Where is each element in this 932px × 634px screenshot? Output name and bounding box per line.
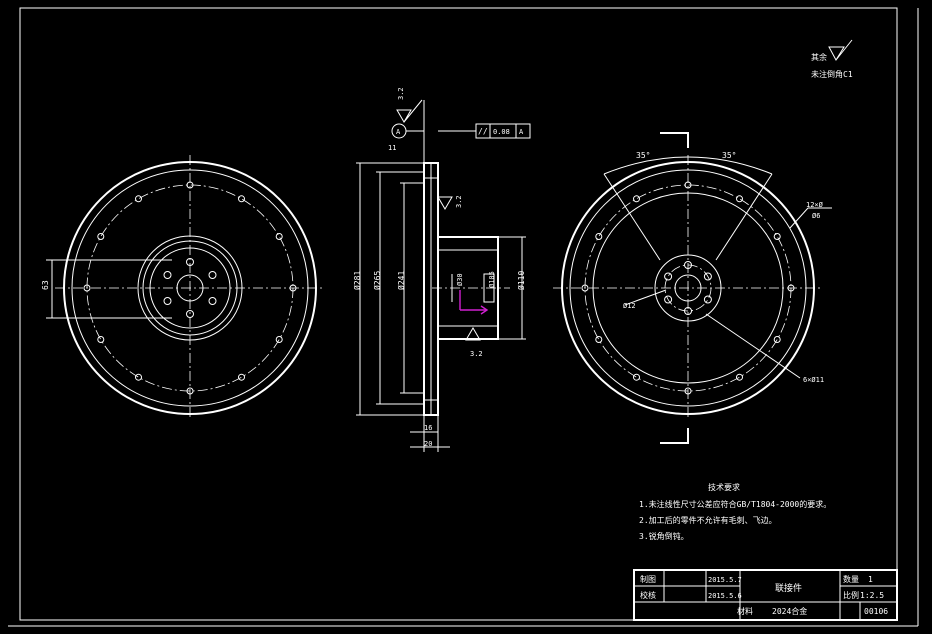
gtol-datum: A bbox=[519, 128, 524, 136]
bolt-hole bbox=[275, 336, 283, 343]
bolt-hole bbox=[275, 233, 283, 240]
bolt-hole bbox=[736, 195, 743, 203]
bolt-hole bbox=[135, 373, 142, 381]
bolt-hole bbox=[595, 336, 603, 343]
roughness-bottom-text: 3.2 bbox=[470, 350, 483, 358]
dim-12-text: Ø12 bbox=[623, 302, 636, 310]
hub-hole bbox=[664, 272, 673, 281]
hub-hole bbox=[208, 297, 217, 305]
angle-left-text: 35° bbox=[636, 151, 650, 160]
bolt-hole bbox=[773, 233, 781, 240]
datum-dim: 11 bbox=[388, 144, 396, 152]
section-mark-top bbox=[660, 132, 689, 148]
bolt-hole bbox=[97, 233, 105, 240]
tb-drawn-date: 2015.5.7 bbox=[708, 576, 742, 584]
tb-qty-value: 1 bbox=[868, 575, 873, 584]
dim-265-text: Ø265 bbox=[372, 271, 382, 290]
hub-hole bbox=[208, 271, 217, 279]
dim-110-text: Ø110 bbox=[516, 271, 526, 290]
tech-requirements: 技术要求 1.未注线性尺寸公差应符合GB/T1804-2000的要求。 2.加工… bbox=[639, 482, 831, 541]
dim-20-text: 20 bbox=[424, 440, 432, 448]
title-block-frame bbox=[633, 569, 898, 621]
bolt-hole bbox=[633, 373, 640, 381]
hub-hole bbox=[163, 271, 172, 279]
left-bolt-holes bbox=[83, 181, 297, 395]
cursor-arrow-icon bbox=[480, 305, 489, 315]
dim-30-text: Ø30 bbox=[456, 273, 464, 286]
dim-241-text: Ø241 bbox=[396, 271, 406, 290]
title-block: 制图 2015.5.7 校核 2015.5.6 联接件 数量 1 比例 1:2.… bbox=[633, 569, 898, 621]
tb-checked-date: 2015.5.6 bbox=[708, 592, 742, 600]
holes-top-text: 12×Ø bbox=[806, 201, 824, 209]
tb-drawing-no: 00106 bbox=[864, 607, 888, 616]
gtol-frame bbox=[475, 123, 531, 139]
tb-material-label: 材料 bbox=[737, 606, 753, 616]
tech-item-2: 2.加工后的零件不允许有毛刺、飞边。 bbox=[639, 515, 777, 525]
bolt-hole bbox=[633, 195, 640, 203]
roughness-label: 其余 bbox=[811, 52, 827, 62]
tb-part-name: 联接件 bbox=[775, 582, 802, 594]
bolt-hole bbox=[135, 195, 142, 203]
holes-bottom-leader bbox=[705, 313, 801, 379]
roughness-mid-icon bbox=[437, 196, 453, 210]
chamfer-note: 未注倒角C1 bbox=[811, 69, 853, 79]
hub-hole bbox=[664, 295, 673, 304]
bolt-hole bbox=[238, 373, 245, 381]
bolt-hole bbox=[83, 284, 91, 292]
bolt-hole bbox=[581, 284, 589, 292]
dim-12-leader bbox=[624, 289, 667, 306]
tb-scale-label: 比例 bbox=[843, 590, 859, 600]
tech-item-1: 1.未注线性尺寸公差应符合GB/T1804-2000的要求。 bbox=[639, 499, 831, 509]
hub-hole bbox=[703, 272, 712, 281]
angle-right-text: 35° bbox=[722, 151, 736, 160]
right-view: 35° 35° 12×Ø Ø6 Ø12 6×Ø11 bbox=[553, 132, 832, 444]
dim-63-text: 63 bbox=[41, 280, 50, 290]
left-view: 63 bbox=[41, 155, 325, 420]
holes-top-sub: Ø6 bbox=[812, 212, 820, 220]
roughness-top-icon bbox=[396, 99, 423, 123]
bolt-hole bbox=[595, 233, 603, 240]
roughness-bottom-icon bbox=[465, 327, 481, 341]
bolt-hole bbox=[773, 336, 781, 343]
angle-line-right bbox=[715, 173, 773, 261]
holes-bottom-text: 6×Ø11 bbox=[803, 376, 824, 384]
section-mark-bottom bbox=[660, 428, 689, 444]
bolt-hole bbox=[736, 373, 743, 381]
tb-scale-value: 1:2.5 bbox=[860, 591, 884, 600]
gtol-symbol: // bbox=[478, 127, 488, 136]
tb-drawn-label: 制图 bbox=[640, 574, 656, 584]
keyway bbox=[483, 273, 495, 303]
dim-16-text: 16 bbox=[424, 424, 432, 432]
datum-letter: A bbox=[396, 128, 401, 136]
angle-arc bbox=[603, 156, 773, 175]
dim-105-text: Ø105 bbox=[488, 271, 496, 288]
bolt-hole bbox=[97, 336, 105, 343]
tech-item-3: 3.锐角倒钝。 bbox=[639, 531, 689, 541]
gtol-value: 0.08 bbox=[493, 128, 510, 136]
tb-material-value: 2024合金 bbox=[772, 606, 807, 616]
roughness-mid-text: 3.2 bbox=[455, 195, 463, 208]
dim-281-text: Ø281 bbox=[352, 271, 362, 290]
inner-frame bbox=[19, 7, 898, 621]
roughness-symbol-icon bbox=[828, 39, 853, 62]
hub-hole bbox=[163, 297, 172, 305]
holes-top-leader bbox=[789, 207, 809, 229]
tech-title: 技术要求 bbox=[708, 482, 740, 492]
bolt-hole bbox=[238, 195, 245, 203]
angle-line-left bbox=[603, 173, 661, 261]
corner-note: 其余 未注倒角C1 bbox=[811, 39, 853, 79]
hub-hole bbox=[703, 295, 712, 304]
side-view: Ø281 Ø265 Ø241 Ø30 Ø105 Ø110 16 20 3.2 A… bbox=[352, 87, 531, 452]
tb-checked-label: 校核 bbox=[640, 590, 656, 600]
tb-qty-label: 数量 bbox=[843, 574, 859, 584]
roughness-top-text: 3.2 bbox=[397, 87, 405, 100]
